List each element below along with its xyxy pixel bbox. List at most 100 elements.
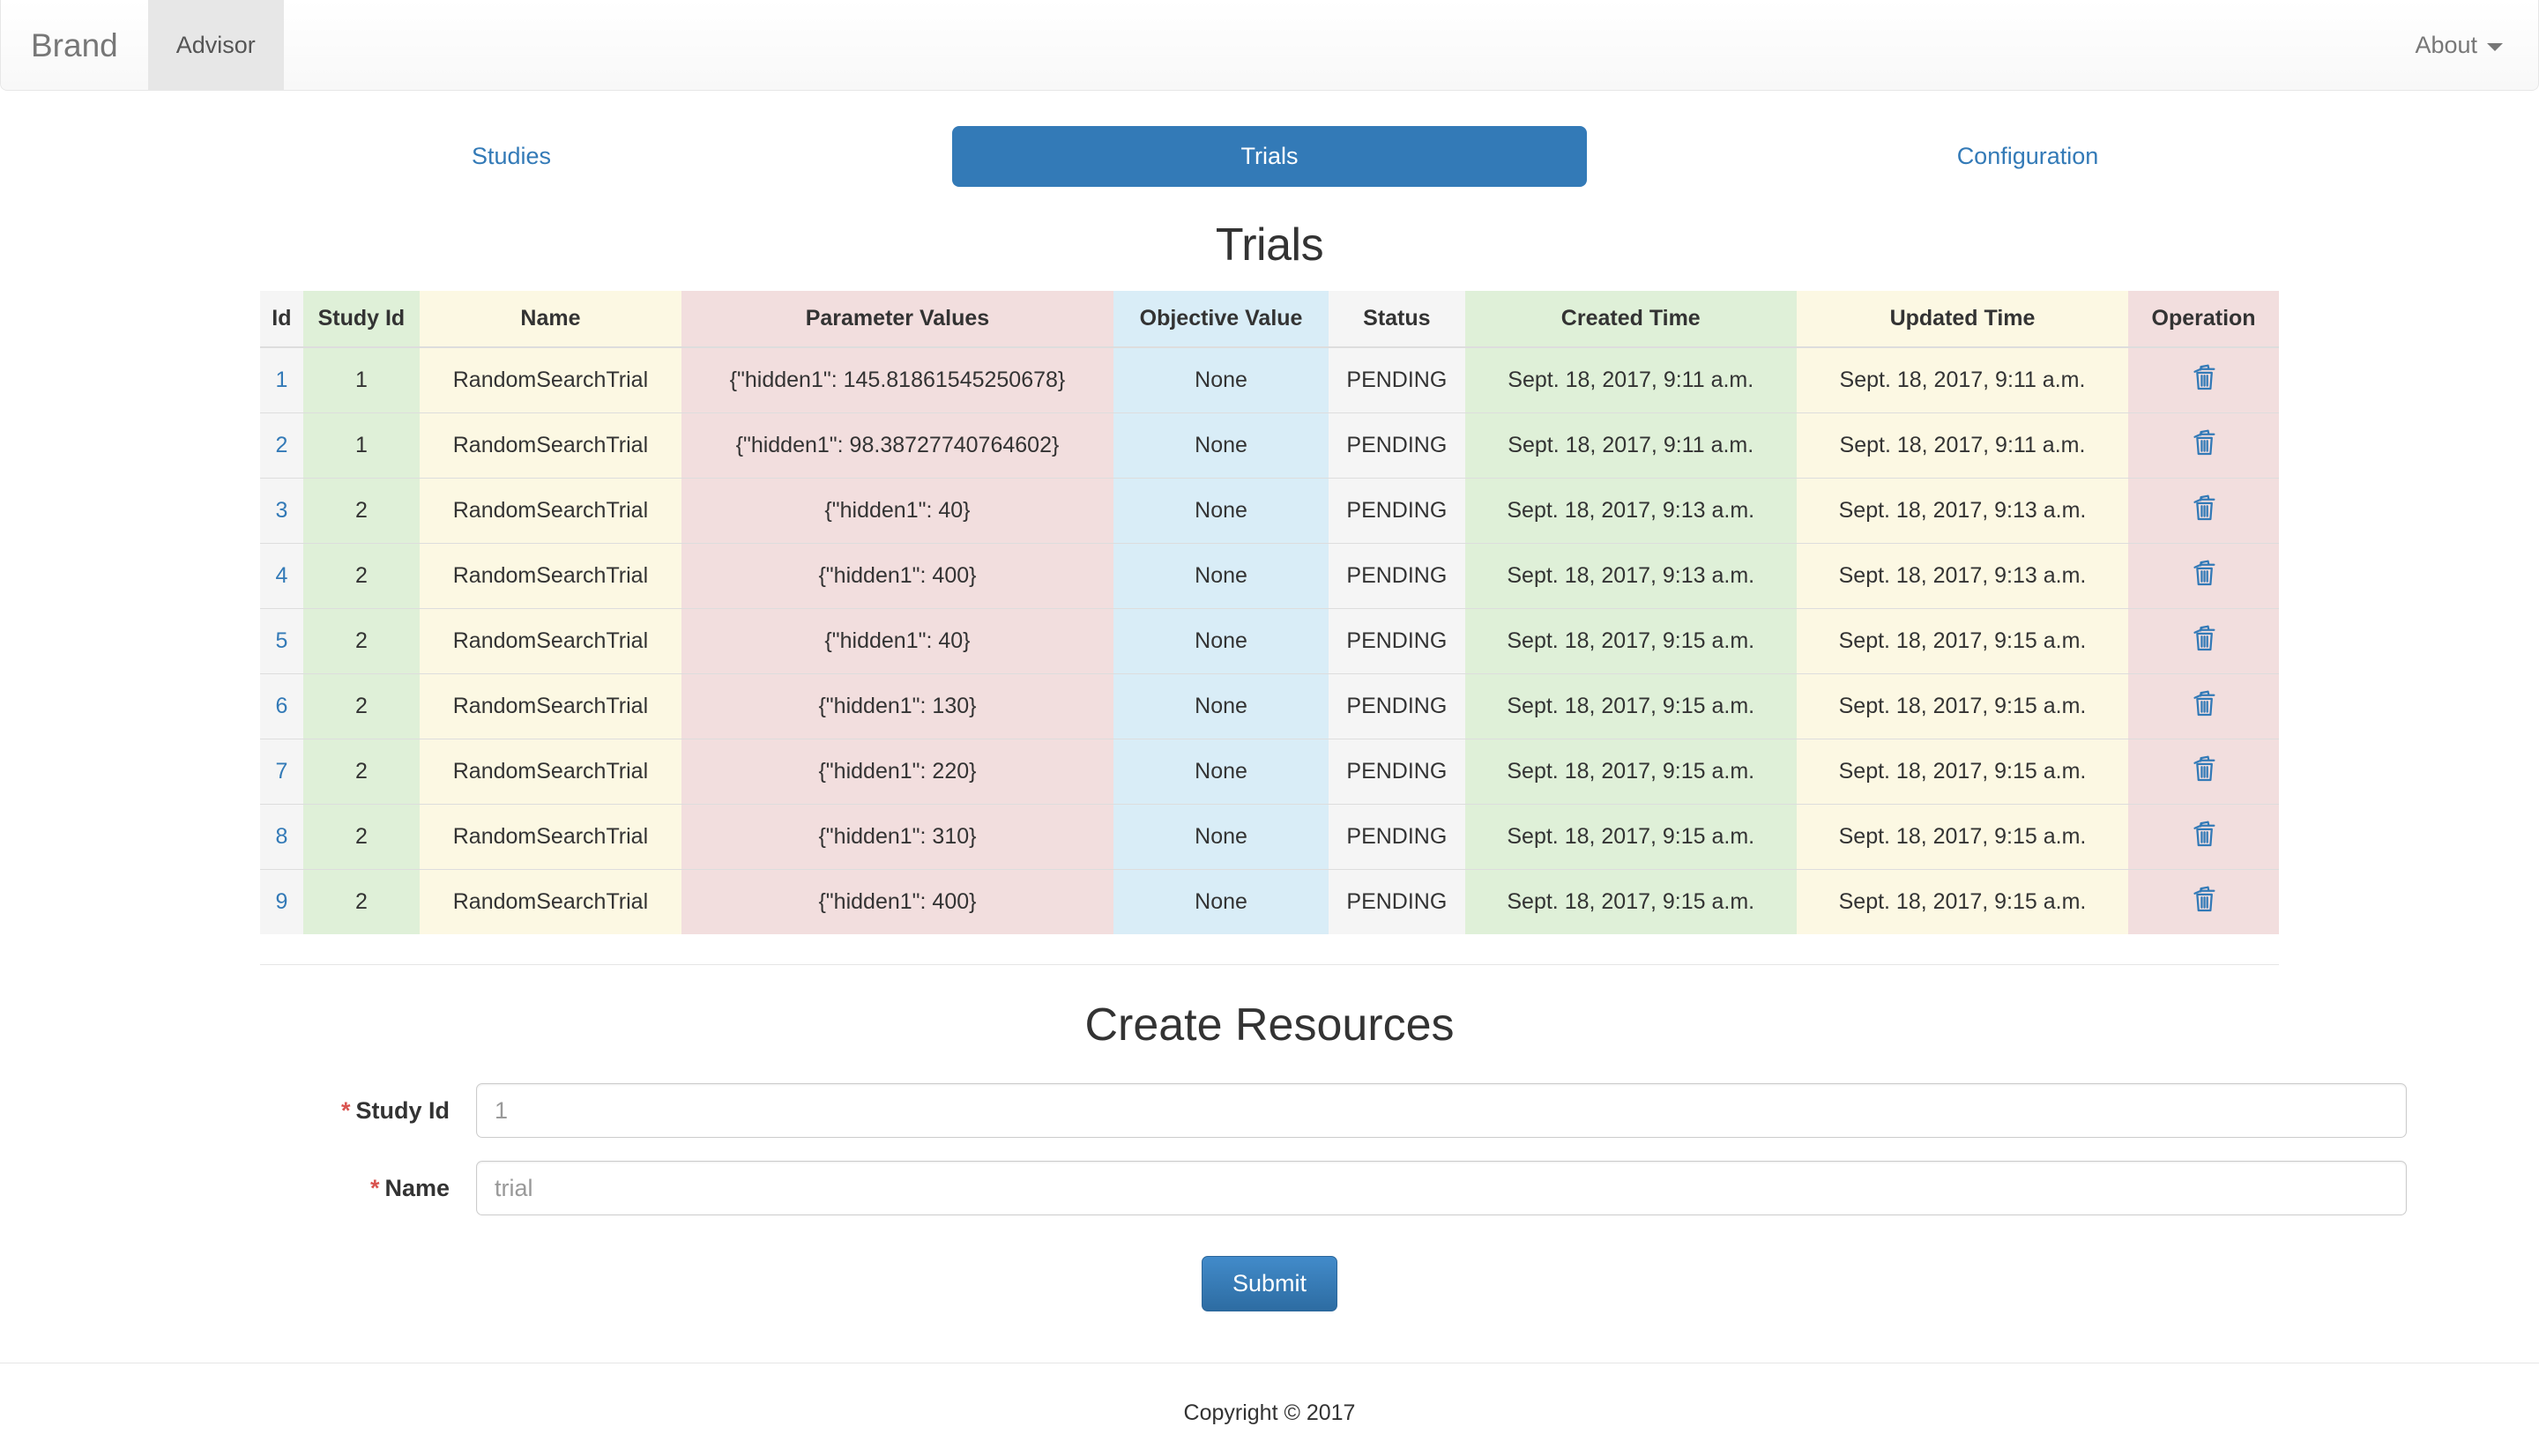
trial-id-link[interactable]: 5: [275, 628, 288, 653]
col-header-operation: Operation: [2128, 291, 2279, 348]
delete-trial-button[interactable]: [2189, 884, 2219, 914]
nav-brand[interactable]: Brand: [31, 26, 118, 63]
nav-about-dropdown[interactable]: About: [2379, 0, 2538, 90]
tab-trials[interactable]: Trials: [952, 126, 1587, 187]
name-input[interactable]: [476, 1161, 2407, 1215]
cell-objective-value: None: [1113, 739, 1329, 805]
delete-trial-button[interactable]: [2189, 754, 2219, 784]
cell-parameter-values: {"hidden1": 310}: [681, 804, 1114, 870]
cell-status: PENDING: [1329, 608, 1465, 674]
create-resources-title: Create Resources: [1084, 999, 1455, 1051]
cell-updated-time: Sept. 18, 2017, 9:11 a.m.: [1796, 412, 2129, 479]
cell-parameter-values: {"hidden1": 40}: [681, 478, 1114, 544]
required-marker-study-id: *: [340, 1096, 351, 1124]
trial-id-link[interactable]: 7: [275, 759, 288, 784]
col-header-objective-value: Objective Value: [1113, 291, 1329, 348]
cell-name: RandomSearchTrial: [419, 478, 681, 544]
top-navbar: Brand Advisor About: [0, 0, 2539, 91]
trial-id-link[interactable]: 4: [275, 563, 288, 588]
cell-created-time: Sept. 18, 2017, 9:15 a.m.: [1464, 608, 1797, 674]
cell-name: RandomSearchTrial: [419, 739, 681, 805]
cell-parameter-values: {"hidden1": 130}: [681, 673, 1114, 739]
delete-trial-button[interactable]: [2189, 623, 2219, 653]
cell-operation: [2128, 739, 2279, 805]
delete-trial-button[interactable]: [2189, 688, 2219, 718]
col-header-status: Status: [1329, 291, 1465, 348]
cell-parameter-values: {"hidden1": 400}: [681, 543, 1114, 609]
cell-id: 4: [260, 543, 303, 609]
cell-objective-value: None: [1113, 412, 1329, 479]
label-text-study-id: Study Id: [355, 1096, 450, 1124]
trial-id-link[interactable]: 6: [275, 694, 288, 718]
delete-trial-button[interactable]: [2189, 362, 2219, 392]
delete-trial-button[interactable]: [2189, 819, 2219, 849]
submit-button[interactable]: Submit: [1201, 1256, 1338, 1311]
trash-icon: [2189, 886, 2219, 917]
cell-created-time: Sept. 18, 2017, 9:13 a.m.: [1464, 543, 1797, 609]
delete-trial-button[interactable]: [2189, 558, 2219, 588]
tab-studies[interactable]: Studies: [471, 143, 552, 169]
cell-updated-time: Sept. 18, 2017, 9:13 a.m.: [1796, 478, 2129, 544]
cell-updated-time: Sept. 18, 2017, 9:15 a.m.: [1796, 869, 2129, 934]
form-row-study-id: *Study Id: [132, 1083, 2407, 1138]
section-tabs: Studies Trials Configuration: [132, 126, 2407, 187]
cell-created-time: Sept. 18, 2017, 9:13 a.m.: [1464, 478, 1797, 544]
delete-trial-button[interactable]: [2189, 493, 2219, 523]
cell-created-time: Sept. 18, 2017, 9:15 a.m.: [1464, 739, 1797, 805]
label-study-id: *Study Id: [132, 1097, 476, 1125]
trials-table-container: Id Study Id Name Parameter Values Object…: [260, 291, 2279, 934]
tab-cell-trials: Trials: [890, 126, 1649, 187]
cell-study-id: 2: [302, 869, 420, 934]
cell-status: PENDING: [1329, 543, 1465, 609]
cell-operation: [2128, 673, 2279, 739]
cell-study-id: 2: [302, 804, 420, 870]
delete-trial-button[interactable]: [2189, 427, 2219, 457]
section-divider: [260, 964, 2279, 965]
col-header-parameter-values: Parameter Values: [681, 291, 1114, 348]
create-resources-form: *Study Id *Name Submit: [132, 1083, 2407, 1311]
label-text-name: Name: [384, 1174, 450, 1201]
cell-updated-time: Sept. 18, 2017, 9:13 a.m.: [1796, 543, 2129, 609]
trash-icon: [2189, 560, 2219, 591]
trials-table: Id Study Id Name Parameter Values Object…: [260, 291, 2279, 934]
study-id-input[interactable]: [476, 1083, 2407, 1138]
cell-parameter-values: {"hidden1": 40}: [681, 608, 1114, 674]
cell-name: RandomSearchTrial: [419, 412, 681, 479]
cell-parameter-values: {"hidden1": 220}: [681, 739, 1114, 805]
cell-objective-value: None: [1113, 673, 1329, 739]
cell-updated-time: Sept. 18, 2017, 9:11 a.m.: [1796, 346, 2129, 413]
cell-objective-value: None: [1113, 346, 1329, 413]
page-footer: Copyright © 2017: [0, 1363, 2539, 1426]
col-header-name: Name: [419, 291, 681, 348]
cell-operation: [2128, 543, 2279, 609]
trial-id-link[interactable]: 9: [275, 889, 288, 914]
trash-icon: [2189, 821, 2219, 851]
cell-study-id: 1: [302, 412, 420, 479]
cell-id: 6: [260, 673, 303, 739]
cell-updated-time: Sept. 18, 2017, 9:15 a.m.: [1796, 608, 2129, 674]
nav-item-advisor[interactable]: Advisor: [147, 0, 284, 90]
trial-id-link[interactable]: 1: [275, 368, 288, 392]
required-marker-name: *: [369, 1174, 380, 1201]
trials-table-head: Id Study Id Name Parameter Values Object…: [260, 291, 2279, 348]
cell-operation: [2128, 412, 2279, 479]
cell-parameter-values: {"hidden1": 400}: [681, 869, 1114, 934]
cell-objective-value: None: [1113, 804, 1329, 870]
chevron-down-icon: [2487, 42, 2503, 51]
cell-created-time: Sept. 18, 2017, 9:15 a.m.: [1464, 869, 1797, 934]
trial-id-link[interactable]: 3: [275, 498, 288, 523]
nav-about-label: About: [2415, 31, 2477, 58]
tab-configuration[interactable]: Configuration: [1956, 143, 2099, 169]
cell-id: 2: [260, 412, 303, 479]
trial-id-link[interactable]: 2: [275, 433, 288, 457]
label-name: *Name: [132, 1175, 476, 1202]
trial-id-link[interactable]: 8: [275, 824, 288, 849]
cell-status: PENDING: [1329, 804, 1465, 870]
